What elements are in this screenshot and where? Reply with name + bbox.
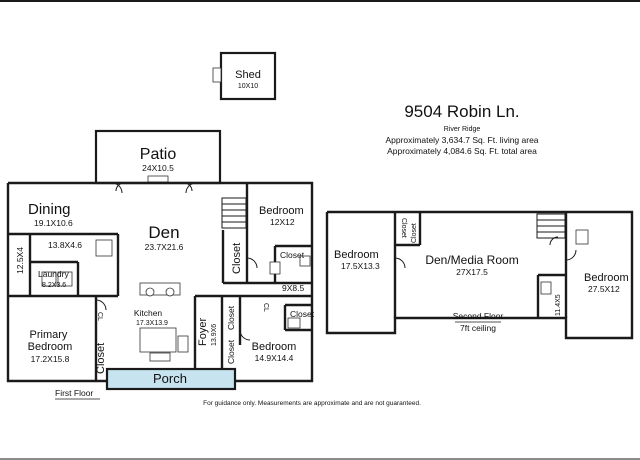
primary-bedroom-line1: Primary: [30, 329, 68, 341]
subdivision: River Ridge: [444, 126, 481, 133]
cl-small-label: CL: [262, 303, 269, 312]
foyer-size: 13.9X6: [211, 324, 218, 346]
shed-label: Shed: [235, 69, 261, 81]
laundry-size: 8.2X3.6: [42, 282, 66, 289]
patio-label: Patio: [140, 146, 177, 163]
total-area: Approximately 4,084.6 Sq. Ft. total area: [387, 146, 537, 156]
bath-138-size: 13.8X4.6: [48, 240, 82, 250]
den-label: Den: [148, 223, 179, 242]
porch: Porch: [105, 367, 237, 391]
bedroom-e-size: 27.5X12: [588, 284, 620, 294]
shed: Shed 10X10: [212, 51, 277, 101]
address-title: 9504 Robin Ln.: [404, 102, 519, 121]
fixtures-second-floor: [540, 229, 589, 295]
primary-bedroom-size: 17.2X15.8: [31, 354, 70, 364]
bedroom-ne-label: Bedroom: [259, 205, 304, 217]
foyer-label: Foyer: [197, 318, 209, 346]
closet-den-label: Closet: [231, 243, 243, 274]
media-room-size: 27X17.5: [456, 267, 488, 277]
first-floor-walls: [6, 181, 314, 383]
dining-label: Dining: [28, 201, 71, 218]
hall-size: 12.5X4: [15, 247, 25, 274]
shed-size: 10X10: [238, 83, 258, 90]
bedroom-w-label: Bedroom: [334, 249, 379, 261]
bath-dim-first: 9X8.5: [282, 283, 304, 293]
second-floor-ceiling: 7ft ceiling: [460, 323, 496, 333]
closet-se-label: Closet: [290, 309, 315, 319]
closet-ne-label: Closet: [280, 250, 305, 260]
closet-foyer-b-label: Closet: [226, 339, 236, 364]
media-room-label: Den/Media Room: [425, 253, 518, 267]
primary-bedroom-line2: Bedroom: [28, 341, 73, 353]
bedroom-se-label: Bedroom: [252, 341, 297, 353]
second-floor-walls: [325, 210, 634, 340]
first-floor-label: First Floor: [55, 388, 93, 398]
bedroom-se-size: 14.9X14.4: [255, 353, 294, 363]
closet-a-label: Closet: [400, 218, 407, 238]
stairs-first-floor: [221, 197, 247, 229]
stairs-second-floor: [536, 213, 566, 239]
bath-dim-second: 11.4X5: [555, 294, 562, 316]
primary-bedroom-label: Primary Bedroom: [28, 329, 73, 353]
closet-foyer-a-label: Closet: [226, 305, 236, 330]
kitchen-size: 17.3X13.9: [136, 320, 168, 327]
living-area: Approximately 3,634.7 Sq. Ft. living are…: [385, 135, 538, 145]
fixtures-first-floor: [41, 239, 311, 362]
disclaimer: For guidance only. Measurements are appr…: [203, 400, 421, 407]
bedroom-ne-size: 12X12: [270, 217, 295, 227]
patio: Patio 24X10.5: [94, 129, 222, 185]
porch-label: Porch: [153, 371, 187, 386]
closet-primary-label: Closet: [95, 343, 107, 374]
patio-size: 24X10.5: [142, 163, 174, 173]
dining-size: 19.1X10.6: [34, 218, 73, 228]
den-size: 23.7X21.6: [145, 242, 184, 252]
laundry-label: Laundry: [38, 269, 69, 279]
kitchen-label: Kitchen: [134, 308, 163, 318]
cl-primary-label: CL: [96, 312, 103, 321]
bedroom-w-size: 17.5X13.3: [341, 261, 380, 271]
closet-b-label: Closet: [411, 223, 418, 243]
bedroom-e-label: Bedroom: [584, 272, 629, 284]
second-floor-label: Second Floor: [453, 311, 504, 321]
